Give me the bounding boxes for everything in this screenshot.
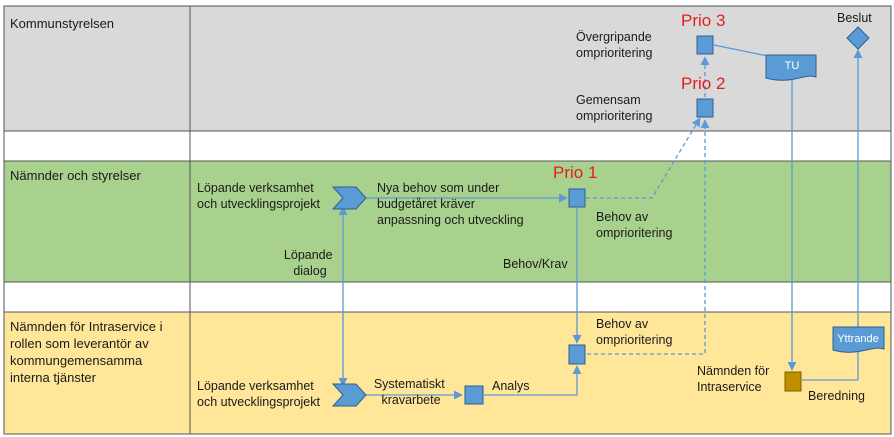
lane-namnder: Nämnder och styrelser xyxy=(3,160,892,283)
lane-spacer-2 xyxy=(3,281,892,313)
label-nya-behov: Nya behov som under budgetåret kräver an… xyxy=(377,181,524,227)
label-gemensam: Gemensam omprioritering xyxy=(576,93,652,123)
document-yttrande-label: Yttrande xyxy=(837,333,879,345)
box-omprioritering-bottom xyxy=(568,344,586,365)
lane-namnder-header xyxy=(3,160,191,283)
prio2-label: Prio 2 xyxy=(681,74,725,93)
arrow-beredning-to-beslut xyxy=(802,49,863,381)
prio3-label: Prio 3 xyxy=(681,11,725,30)
lane-intraservice-label: Nämnden för Intraservice i rollen som le… xyxy=(10,319,166,385)
diamond-beslut xyxy=(846,26,870,50)
label-beredning: Beredning xyxy=(808,389,865,403)
label-lopande-bottom: Löpande verksamhet och utvecklingsprojek… xyxy=(197,379,321,409)
document-tu xyxy=(765,54,817,81)
label-systematiskt: Systematiskt kravarbete xyxy=(374,377,448,407)
arrow-bottom-box-to-prio2-dashed xyxy=(587,119,710,355)
shapes: TU Yttrande xyxy=(331,26,885,407)
chevron-lopande-bottom xyxy=(331,383,367,407)
label-namnden-intraservice: Nämnden för Intraservice xyxy=(697,364,773,394)
lane-spacer-1 xyxy=(3,130,892,162)
label-behov-av-bottom: Behov av omprioritering xyxy=(596,317,672,347)
lane-namnder-label: Nämnder och styrelser xyxy=(10,168,141,183)
box-prio1 xyxy=(568,188,586,208)
chevron-lopande-top xyxy=(331,186,367,210)
box-prio3 xyxy=(696,35,714,55)
label-lopande-dialog: Löpande dialog xyxy=(284,248,336,278)
lane-intraservice-body xyxy=(189,311,892,435)
arrow-analys-to-bottom-box xyxy=(484,365,582,396)
label-beslut: Beslut xyxy=(837,11,872,25)
lane-intraservice: Nämnden för Intraservice i rollen som le… xyxy=(3,311,892,435)
box-prio2 xyxy=(696,98,714,118)
lane-kommunstyrelsen: Kommunstyrelsen xyxy=(3,5,892,132)
label-behov-av-top: Behov av omprioritering xyxy=(596,210,672,240)
box-beredning xyxy=(784,371,802,392)
lane-intraservice-header xyxy=(3,311,191,435)
document-tu-label: TU xyxy=(785,60,800,72)
box-analys xyxy=(464,385,484,405)
lane-namnder-body xyxy=(189,160,892,283)
lane-kommunstyrelsen-header xyxy=(3,5,191,132)
document-yttrande xyxy=(832,326,885,353)
label-lopande-top: Löpande verksamhet och utvecklingsprojek… xyxy=(197,181,321,211)
label-overgripande: Övergripande omprioritering xyxy=(576,30,655,60)
arrow-prio1-to-prio2-dashed xyxy=(586,117,701,199)
label-analys: Analys xyxy=(492,379,530,393)
label-behov-krav: Behov/Krav xyxy=(503,257,568,271)
lane-kommunstyrelsen-label: Kommunstyrelsen xyxy=(10,16,114,31)
prio1-label: Prio 1 xyxy=(553,163,597,182)
